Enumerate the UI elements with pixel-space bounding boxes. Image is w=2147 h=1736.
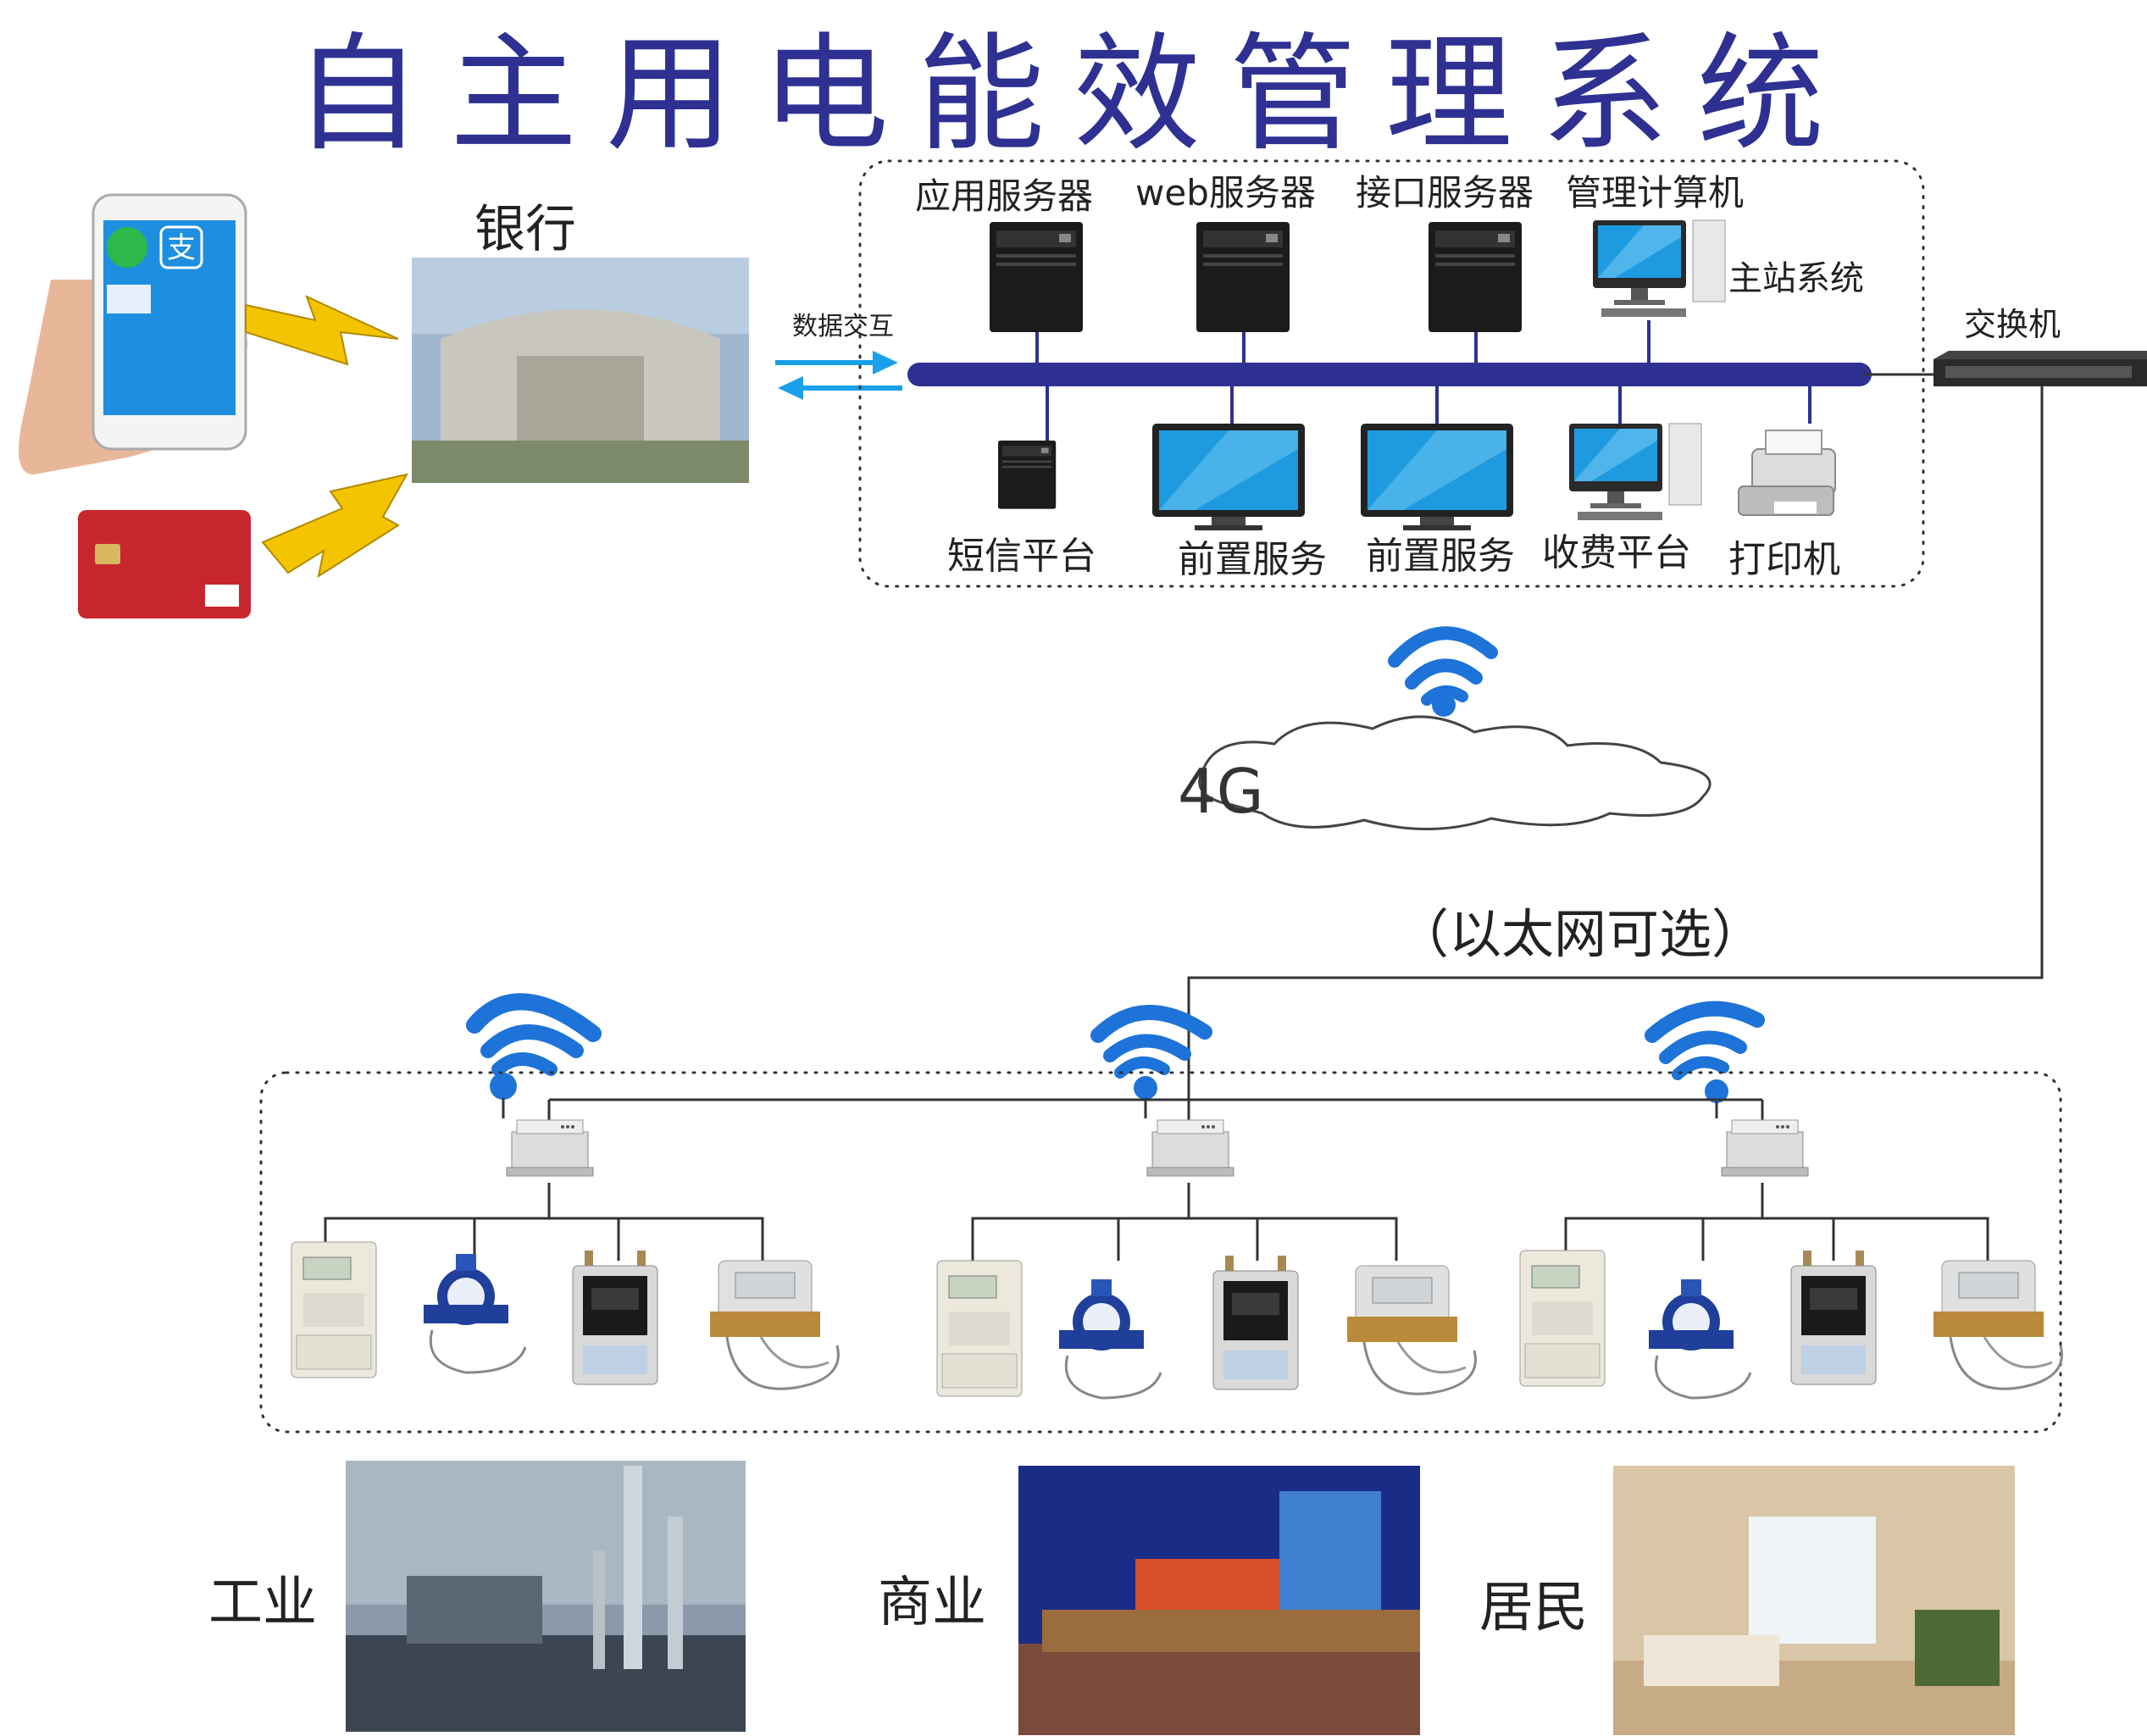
living-room-photo — [1613, 1466, 2015, 1735]
mobile-payment-phone-icon: 支 — [19, 193, 247, 474]
app-server-label: 应用服务器 — [915, 175, 1094, 217]
gas-meter-icon — [1790, 1250, 1877, 1385]
network-4g-label: 4G — [1178, 756, 1264, 827]
bank-card-icon — [78, 510, 251, 618]
bank-label: 银行 — [474, 200, 576, 259]
water-meter-icon — [1647, 1278, 1752, 1400]
uplink-line — [1187, 386, 2044, 1115]
heat-meter-icon — [1345, 1264, 1477, 1395]
water-meter-icon — [1057, 1278, 1162, 1400]
wifi-icon — [466, 993, 602, 1100]
wireless-lightning-icon — [261, 473, 408, 579]
cloud-4g-icon — [1198, 715, 1711, 831]
shopping-mall-photo — [1018, 1466, 1420, 1735]
interface-server-label: 接口服务器 — [1356, 172, 1534, 214]
wifi-icon — [1090, 1004, 1212, 1100]
industrial-plant-photo — [346, 1461, 746, 1732]
wireless-lightning-icon — [245, 295, 399, 366]
network-switch-icon — [1933, 351, 2147, 386]
title-box: 自主用电能效管理系统 — [293, 21, 1853, 161]
web-server-icon — [1196, 222, 1290, 332]
sector-industrial-label: 工业 — [208, 1572, 317, 1634]
interface-server-icon — [1429, 222, 1522, 332]
master-station-label: 主站系统 — [1728, 259, 1864, 298]
data-exchange-label: 数据交互 — [792, 312, 894, 341]
gateway-concentrator-icon — [1721, 1119, 1809, 1177]
front-end-service-label: 前置服务 — [1366, 535, 1515, 578]
wifi-icon — [1388, 626, 1498, 717]
electricity-meter-icon — [291, 1241, 377, 1378]
gas-meter-icon — [1212, 1255, 1299, 1390]
web-server-label: web服务器 — [1135, 172, 1316, 214]
diagram-title: 自主用电能效管理系统 — [293, 21, 1853, 161]
sms-platform-label: 短信平台 — [947, 535, 1096, 578]
front-end-monitor-icon — [1361, 424, 1513, 530]
data-exchange-arrows-icon — [775, 351, 902, 400]
front-end-service-label: 前置服务 — [1178, 538, 1327, 581]
billing-computer-icon — [1568, 423, 1702, 521]
svg-text:支: 支 — [167, 231, 196, 265]
ethernet-optional-label: （以太网可选） — [1396, 903, 1765, 965]
management-computer-label: 管理计算机 — [1566, 172, 1745, 214]
electricity-meter-icon — [1519, 1250, 1606, 1387]
sector-residential-label: 居民 — [1479, 1577, 1588, 1639]
printer-icon — [1738, 430, 1836, 516]
printer-label: 打印机 — [1728, 538, 1840, 581]
gateway-concentrator-icon — [506, 1119, 594, 1177]
electricity-meter-icon — [936, 1260, 1023, 1397]
gateway-concentrator-icon — [1146, 1119, 1234, 1177]
wifi-icon — [1645, 1001, 1765, 1103]
heat-meter-icon — [708, 1259, 840, 1390]
billing-platform-label: 收费平台 — [1542, 531, 1691, 574]
switch-label: 交换机 — [1964, 306, 2061, 343]
application-server-icon — [990, 222, 1083, 332]
water-meter-icon — [422, 1252, 527, 1374]
sms-server-icon — [998, 441, 1057, 509]
field-devices-boundary — [259, 1071, 2062, 1434]
bank-building-photo — [412, 258, 749, 483]
sector-commercial-label: 商业 — [878, 1572, 986, 1634]
heat-meter-icon — [1932, 1259, 2063, 1390]
management-computer-icon — [1592, 219, 1726, 318]
front-end-monitor-icon — [1152, 424, 1305, 530]
gas-meter-icon — [572, 1250, 658, 1385]
